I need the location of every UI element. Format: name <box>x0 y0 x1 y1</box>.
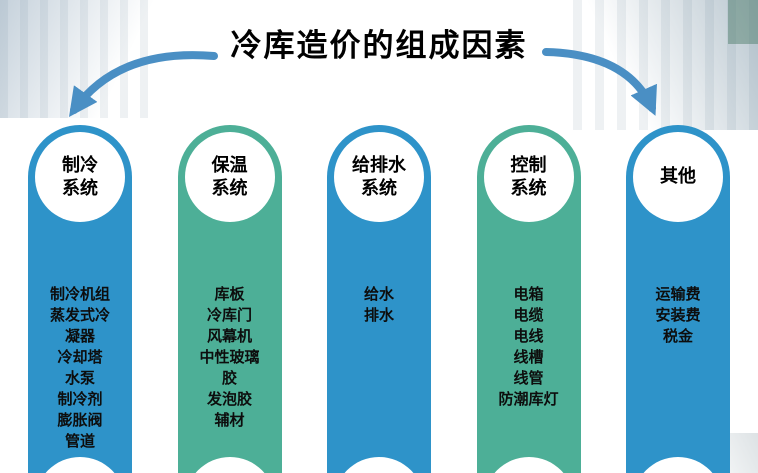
item: 税金 <box>662 328 693 345</box>
category-title-line: 系统 <box>510 178 547 198</box>
category-title-line: 系统 <box>361 178 397 198</box>
item: 给水 <box>363 286 394 303</box>
category-title-circle: 控制 系统 <box>483 132 574 222</box>
category-pill-others: 其他 运输费 安装费 税金 <box>626 125 730 473</box>
category-title-circle: 其他 <box>633 132 723 222</box>
item: 制冷剂 <box>57 391 103 408</box>
item: 冷库门 <box>206 307 252 324</box>
bottom-circle <box>633 457 723 473</box>
item: 电线 <box>513 328 544 345</box>
item: 冷却塔 <box>57 349 103 366</box>
item: 膨胀阀 <box>57 412 103 429</box>
category-pill-water-supply-drainage-system: 给排水 系统 给水 排水 <box>327 125 431 473</box>
item: 中性玻璃胶 <box>199 349 260 387</box>
item: 线槽 <box>513 349 544 366</box>
item: 安装费 <box>655 307 701 324</box>
category-title-line: 系统 <box>62 178 98 198</box>
category-title-line: 保温 <box>211 154 248 175</box>
item: 管道 <box>64 433 95 450</box>
item: 电缆 <box>513 307 544 324</box>
bottom-circle <box>35 457 125 473</box>
category-title-line: 系统 <box>211 178 248 198</box>
category-title-circle: 给排水 系统 <box>334 132 424 222</box>
category-pill-refrigeration-system: 制冷 系统 制冷机组 蒸发式冷凝器 冷却塔 水泵 制冷剂 膨胀阀 管道 <box>28 125 132 473</box>
category-title-line: 其他 <box>660 166 696 187</box>
category-pill-insulation-system: 保温 系统 库板 冷库门 风幕机 中性玻璃胶 发泡胶 辅材 <box>177 125 282 473</box>
category-title-line: 控制 <box>510 154 547 175</box>
category-title-circle: 保温 系统 <box>184 132 275 222</box>
item: 风幕机 <box>206 328 252 345</box>
item: 排水 <box>363 307 394 324</box>
item: 发泡胶 <box>206 391 252 408</box>
page-title: 冷库造价的组成因素 <box>230 28 528 63</box>
category-items: 制冷机组 蒸发式冷凝器 冷却塔 水泵 制冷剂 膨胀阀 管道 <box>28 284 132 452</box>
item: 防潮库灯 <box>498 391 559 408</box>
category-items: 给水 排水 <box>327 284 431 326</box>
item: 辅材 <box>214 412 245 429</box>
item: 电箱 <box>513 286 544 303</box>
category-pills-row: 制冷 系统 制冷机组 蒸发式冷凝器 冷却塔 水泵 制冷剂 膨胀阀 管道 保温 系… <box>0 125 758 473</box>
category-title-line: 给排水 <box>352 154 406 175</box>
category-pill-control-system: 控制 系统 电箱 电缆 电线 线槽 线管 防潮库灯 <box>476 125 581 473</box>
item: 制冷机组 <box>49 286 110 303</box>
bottom-circle <box>334 457 424 473</box>
item: 线管 <box>513 370 544 387</box>
bottom-circle <box>483 457 574 473</box>
category-items: 运输费 安装费 税金 <box>626 284 730 347</box>
bottom-circle <box>184 457 275 473</box>
item: 水泵 <box>64 370 95 387</box>
item: 蒸发式冷凝器 <box>49 307 110 345</box>
category-items: 电箱 电缆 电线 线槽 线管 防潮库灯 <box>477 284 581 410</box>
item: 运输费 <box>655 286 701 303</box>
category-title-line: 制冷 <box>62 154 98 175</box>
category-title-circle: 制冷 系统 <box>35 132 125 222</box>
category-items: 库板 冷库门 风幕机 中性玻璃胶 发泡胶 辅材 <box>178 284 282 431</box>
item: 库板 <box>214 286 245 303</box>
